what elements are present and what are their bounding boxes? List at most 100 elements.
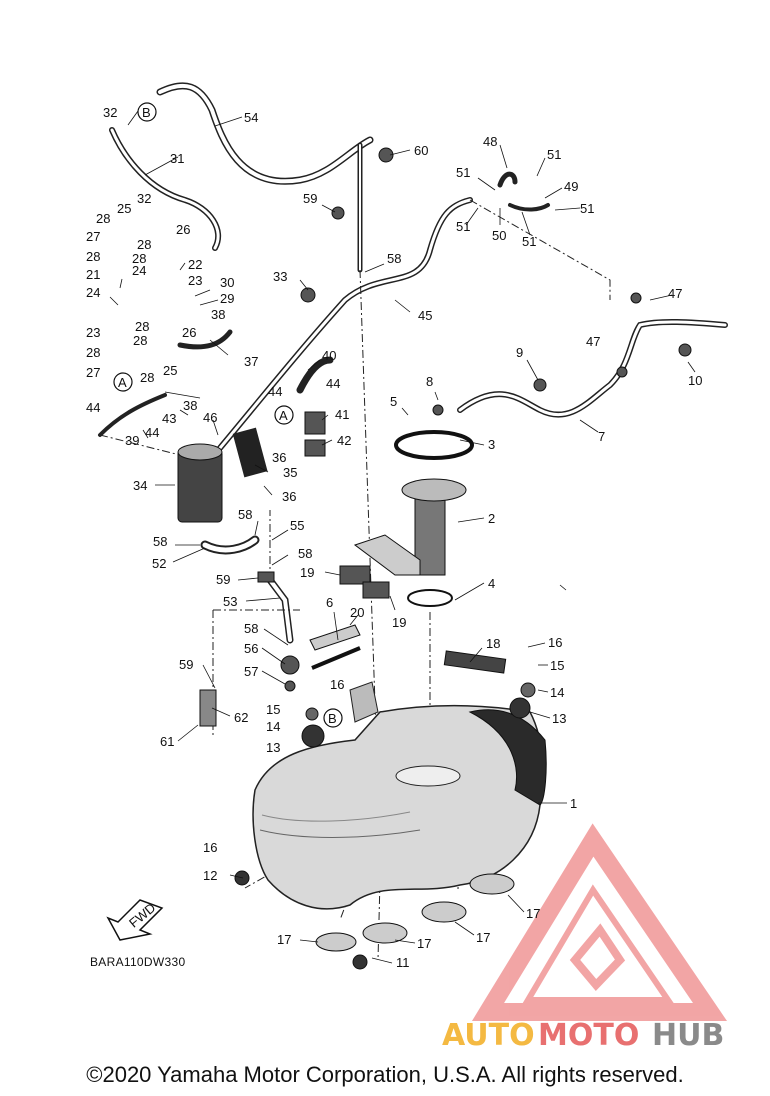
callout-13: 13 <box>266 740 280 755</box>
callout-11: 11 <box>396 955 410 970</box>
callout-14: 14 <box>266 719 280 734</box>
callout-15: 15 <box>550 658 564 673</box>
callout-33: 33 <box>273 269 287 284</box>
callout-28: 28 <box>86 345 100 360</box>
callout-57: 57 <box>244 664 258 679</box>
callout-60: 60 <box>414 143 428 158</box>
callout-23: 23 <box>86 325 100 340</box>
callout-48: 48 <box>483 134 497 149</box>
callout-13: 13 <box>552 711 566 726</box>
callout-49: 49 <box>564 179 578 194</box>
callout-44: 44 <box>326 376 340 391</box>
callout-62: 62 <box>234 710 248 725</box>
watermark-logo-icon <box>471 823 728 1021</box>
callout-61: 61 <box>160 734 174 749</box>
callout-20: 20 <box>350 605 364 620</box>
callout-19: 19 <box>300 565 314 580</box>
callout-1: 1 <box>570 796 577 811</box>
fwd-arrow-icon: FWD <box>106 899 164 941</box>
callout-56: 56 <box>244 641 258 656</box>
callout-26: 26 <box>176 222 190 237</box>
ref-mark-b: B <box>328 711 337 726</box>
callout-51: 51 <box>547 147 561 162</box>
callout-44: 44 <box>145 425 159 440</box>
callout-59: 59 <box>303 191 317 206</box>
callout-26: 26 <box>182 325 196 340</box>
callout-55: 55 <box>290 518 304 533</box>
callout-40: 40 <box>322 348 336 363</box>
callout-41: 41 <box>335 407 349 422</box>
callout-14: 14 <box>550 685 564 700</box>
callout-51: 51 <box>522 234 536 249</box>
callout-5: 5 <box>390 394 397 409</box>
hose-lines <box>98 82 728 644</box>
callout-54: 54 <box>244 110 258 125</box>
callout-numbers: 1 2 3 4 5 6 7 8 9 10 11 12 13 13 14 14 1… <box>86 105 702 970</box>
callout-34: 34 <box>133 478 147 493</box>
callout-28: 28 <box>137 237 151 252</box>
callout-30: 30 <box>220 275 234 290</box>
callout-58: 58 <box>298 546 312 561</box>
callout-16: 16 <box>548 635 562 650</box>
callout-51: 51 <box>580 201 594 216</box>
callout-2: 2 <box>488 511 495 526</box>
callout-47: 47 <box>586 334 600 349</box>
callout-35: 35 <box>283 465 297 480</box>
callout-44: 44 <box>268 384 282 399</box>
callout-29: 29 <box>220 291 234 306</box>
callout-22: 22 <box>188 257 202 272</box>
callout-47: 47 <box>668 286 682 301</box>
callout-6: 6 <box>326 595 333 610</box>
callout-51: 51 <box>456 165 470 180</box>
canister-34 <box>177 427 268 523</box>
callout-38: 38 <box>183 398 197 413</box>
callout-53: 53 <box>223 594 237 609</box>
callout-17: 17 <box>417 936 431 951</box>
callout-32: 32 <box>137 191 151 206</box>
callout-58: 58 <box>244 621 258 636</box>
callout-28: 28 <box>132 251 146 266</box>
callout-39: 39 <box>125 433 139 448</box>
callout-24: 24 <box>86 285 100 300</box>
callout-9: 9 <box>516 345 523 360</box>
callout-23: 23 <box>188 273 202 288</box>
watermark-auto: AUTO <box>442 1018 535 1053</box>
callout-27: 27 <box>86 365 100 380</box>
callout-36: 36 <box>272 450 286 465</box>
callout-12: 12 <box>203 868 217 883</box>
callout-7: 7 <box>598 429 605 444</box>
callout-58: 58 <box>238 507 252 522</box>
callout-24: 24 <box>132 263 146 278</box>
callout-25: 25 <box>117 201 131 216</box>
callout-28: 28 <box>96 211 110 226</box>
callout-59: 59 <box>179 657 193 672</box>
callout-4: 4 <box>488 576 495 591</box>
callout-28: 28 <box>135 319 149 334</box>
ref-mark-a: A <box>279 408 288 423</box>
callout-18: 18 <box>486 636 500 651</box>
callout-36: 36 <box>282 489 296 504</box>
reference-mark-labels: B A A B <box>118 105 337 726</box>
grommets-17 <box>315 873 515 952</box>
callout-28: 28 <box>140 370 154 385</box>
callout-8: 8 <box>426 374 433 389</box>
callout-58: 58 <box>387 251 401 266</box>
callout-31: 31 <box>170 151 184 166</box>
small-components <box>199 147 692 970</box>
ref-mark-b: B <box>142 105 151 120</box>
callout-16: 16 <box>330 677 344 692</box>
copyright-notice: ©2020 Yamaha Motor Corporation, U.S.A. A… <box>86 1062 684 1087</box>
callout-46: 46 <box>203 410 217 425</box>
callout-17: 17 <box>277 932 291 947</box>
callout-28: 28 <box>133 333 147 348</box>
fuel-pump-2 <box>353 430 474 607</box>
diagram-code: BARA110DW330 <box>90 955 185 969</box>
callout-15: 15 <box>266 702 280 717</box>
callout-19: 19 <box>392 615 406 630</box>
callout-25: 25 <box>163 363 177 378</box>
watermark-hub: HUB <box>652 1018 724 1053</box>
callout-44: 44 <box>86 400 100 415</box>
callout-38: 38 <box>211 307 225 322</box>
callout-52: 52 <box>152 556 166 571</box>
